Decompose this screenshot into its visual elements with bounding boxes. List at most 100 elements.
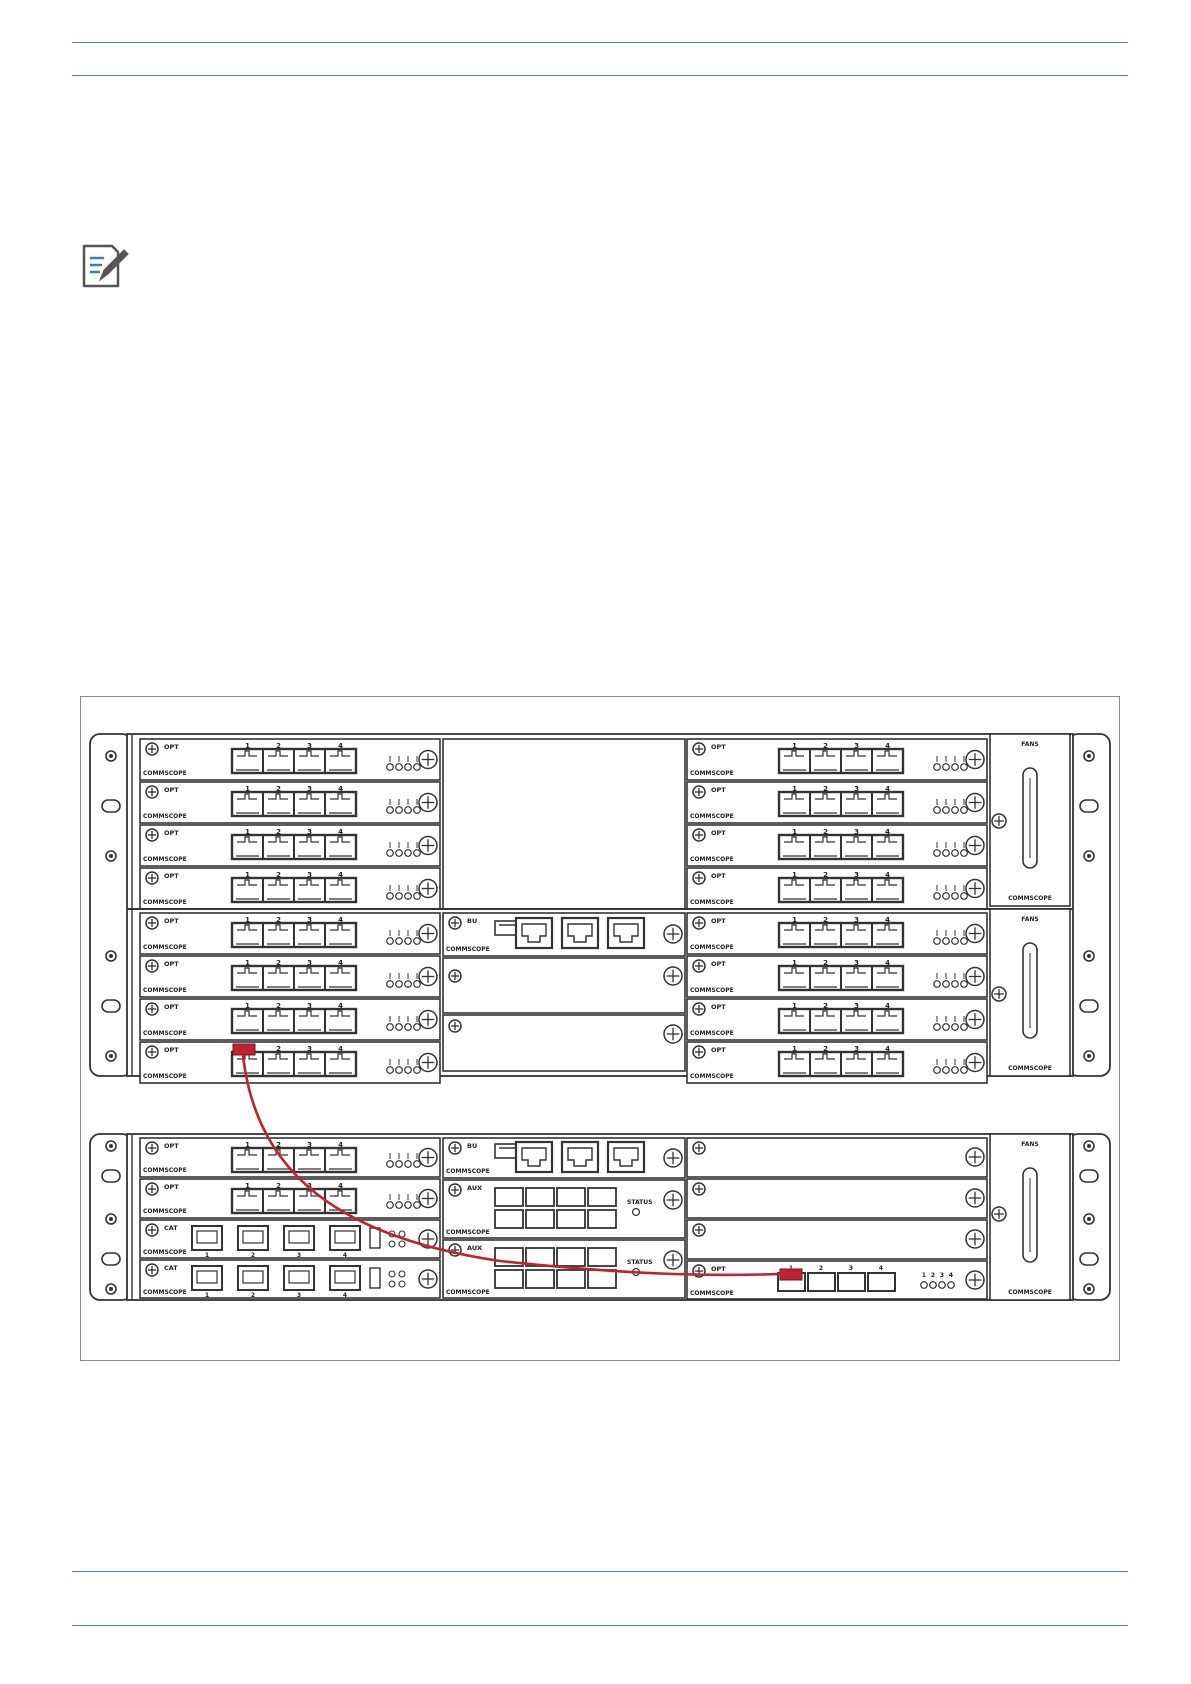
chassis1-bottom-right-opt-4-brand-label: COMMSCOPE bbox=[690, 1073, 734, 1080]
chassis1-top-left-opt-4-type-label: OPT bbox=[164, 872, 179, 880]
chassis1-right-ear bbox=[1067, 733, 1111, 1077]
chassis1-top-right-opt-4-led bbox=[951, 892, 959, 900]
chassis1-top-right-opt-1-sfp-latch bbox=[815, 750, 835, 757]
chassis1-top-right-opt-1-type-label: OPT bbox=[711, 743, 726, 751]
chassis2-aux-1-port bbox=[587, 1187, 617, 1207]
chassis1-top-right-opt-2-led bbox=[942, 806, 950, 814]
chassis2-opt-2-led bbox=[386, 1201, 394, 1209]
chassis1-top-right-opt-1-led bbox=[960, 763, 968, 771]
chassis2-cat-2-port-number: 4 bbox=[343, 1292, 347, 1299]
chassis2-right-opt-label: OPT bbox=[711, 1265, 726, 1273]
sfp-number: 3 bbox=[854, 916, 859, 924]
sfp-number: 3 bbox=[854, 871, 859, 879]
chassis1-bottom-right-opt-3-brand-label: COMMSCOPE bbox=[690, 1030, 734, 1037]
chassis2-cat-1-switch bbox=[369, 1227, 381, 1249]
sfp-number: 4 bbox=[338, 828, 343, 836]
chassis1-bottom-left-opt-3-led bbox=[386, 1023, 394, 1031]
chassis1-bottom-left-opt-1-sfp-latch bbox=[330, 924, 350, 931]
chassis1-top-right-opt-1-brand-label: COMMSCOPE bbox=[690, 770, 734, 777]
sfp-number: 2 bbox=[276, 1045, 281, 1053]
chassis1-bottom-right-opt-3-led bbox=[951, 1023, 959, 1031]
chassis2-right-opt-led bbox=[920, 1281, 928, 1289]
chassis2-right-ear-hole-3 bbox=[1079, 1252, 1099, 1266]
chassis1-bottom-left-opt-1-led bbox=[386, 937, 394, 945]
chassis1-top-left-opt-1-sfp-latch bbox=[299, 750, 319, 757]
sfp-number: 2 bbox=[276, 1141, 281, 1149]
chassis1-top-left-opt-2-led bbox=[413, 806, 421, 814]
chassis2-right-opt-sfp-number: 4 bbox=[879, 1265, 883, 1272]
chassis2-cat-1-port-4-inner bbox=[334, 1230, 356, 1244]
chassis2-bu-brand: COMMSCOPE bbox=[446, 1168, 490, 1175]
chassis2-cat-1-port-1-inner bbox=[196, 1230, 218, 1244]
chassis2-bu-rj45-3-jack bbox=[613, 1147, 639, 1167]
chassis1-top-right-opt-4-brand-label: COMMSCOPE bbox=[690, 899, 734, 906]
chassis1-bottom-right-opt-4-led bbox=[942, 1066, 950, 1074]
chassis1-top-right-opt-3-led bbox=[951, 849, 959, 857]
sfp-number: 4 bbox=[885, 1002, 890, 1010]
chassis1-bottom-left-opt-2-sfp-latch bbox=[330, 967, 350, 974]
sfp-number: 2 bbox=[276, 828, 281, 836]
chassis2-aux-2-port bbox=[556, 1247, 586, 1267]
chassis1-top-left-opt-2-led bbox=[386, 806, 394, 814]
chassis1-bottom-right-opt-3-sfp-latch bbox=[784, 1010, 804, 1017]
chassis2-opt-1-led bbox=[386, 1160, 394, 1168]
sfp-number: 4 bbox=[338, 1141, 343, 1149]
sfp-number: 4 bbox=[338, 1002, 343, 1010]
chassis1-bottom-right-opt-4-sfp-latch bbox=[846, 1053, 866, 1060]
chassis1-top-right-opt-3-led bbox=[933, 849, 941, 857]
chassis1-top-right-opt-2-led bbox=[933, 806, 941, 814]
sfp-number: 2 bbox=[823, 1045, 828, 1053]
sfp-number: 1 bbox=[245, 1182, 250, 1190]
chassis2-cat-2-brand-label: COMMSCOPE bbox=[143, 1289, 187, 1296]
chassis2-aux-1-port bbox=[556, 1209, 586, 1229]
chassis1-left-ear-hole-1 bbox=[101, 799, 121, 813]
footer-rule-bottom bbox=[72, 1625, 1128, 1626]
chassis2-cat-2-port-1-inner bbox=[196, 1270, 218, 1284]
sfp-number: 1 bbox=[792, 742, 797, 750]
chassis2-cat-2-port-number: 1 bbox=[205, 1292, 209, 1299]
chassis1-bottom-right-opt-3-type-label: OPT bbox=[711, 1003, 726, 1011]
sfp-number: 4 bbox=[885, 828, 890, 836]
chassis1-bu-label: BU bbox=[467, 917, 477, 925]
chassis1-bottom-right-opt-4-led bbox=[951, 1066, 959, 1074]
sfp-number: 3 bbox=[854, 1045, 859, 1053]
chassis2-right-opt-sfp bbox=[837, 1272, 866, 1292]
chassis1-top-right-opt-2-sfp-latch bbox=[877, 793, 897, 800]
chassis2-blank-3 bbox=[686, 1219, 988, 1260]
chassis1-bottom-right-opt-3-sfp-latch bbox=[846, 1010, 866, 1017]
chassis1-bottom-right-opt-2-led bbox=[942, 980, 950, 988]
chassis1-top-right-opt-4-led bbox=[933, 892, 941, 900]
chassis1-top-right-opt-2-led bbox=[951, 806, 959, 814]
chassis1-top-left-opt-1-led bbox=[386, 763, 394, 771]
sfp-number: 3 bbox=[307, 785, 312, 793]
chassis2-opt-1-type-label: OPT bbox=[164, 1142, 179, 1150]
chassis1-bottom-left-opt-3-sfp-latch bbox=[268, 1010, 288, 1017]
chassis1-bottom-right-opt-1-sfp-latch bbox=[784, 924, 804, 931]
chassis1-top-right-opt-3-sfp-latch bbox=[815, 836, 835, 843]
chassis1-top-right-opt-3-led bbox=[960, 849, 968, 857]
chassis1-bottom-left-opt-1-brand-label: COMMSCOPE bbox=[143, 944, 187, 951]
chassis1-bottom-right-opt-4-sfp-latch bbox=[784, 1053, 804, 1060]
chassis2-bu-rj45-2-jack bbox=[567, 1147, 593, 1167]
chassis1-top-left-opt-4-sfp-latch bbox=[330, 879, 350, 886]
sfp-number: 1 bbox=[792, 959, 797, 967]
sfp-number: 2 bbox=[823, 785, 828, 793]
chassis2-opt-1-sfp-latch bbox=[299, 1149, 319, 1156]
sfp-number: 4 bbox=[885, 959, 890, 967]
chassis2-fans-brand: COMMSCOPE bbox=[1008, 1289, 1052, 1296]
footer-rule-top bbox=[72, 1571, 1128, 1572]
chassis1-top-right-opt-1-sfp-latch bbox=[846, 750, 866, 757]
sfp-number: 3 bbox=[307, 742, 312, 750]
chassis1-top-left-opt-2-sfp-latch bbox=[268, 793, 288, 800]
sfp-number: 3 bbox=[307, 828, 312, 836]
chassis2-opt-2-sfp-latch bbox=[237, 1190, 257, 1197]
chassis1-bottom-left-opt-1-led bbox=[404, 937, 412, 945]
chassis1-top-right-opt-3-sfp-latch bbox=[877, 836, 897, 843]
chassis2-aux-1-port bbox=[525, 1187, 555, 1207]
header-rule-top bbox=[72, 42, 1128, 43]
chassis1-top-right-opt-4-sfp-latch bbox=[784, 879, 804, 886]
sfp-number: 1 bbox=[792, 828, 797, 836]
chassis1-bottom-left-opt-4-sfp-latch bbox=[268, 1053, 288, 1060]
sfp-number: 1 bbox=[245, 785, 250, 793]
